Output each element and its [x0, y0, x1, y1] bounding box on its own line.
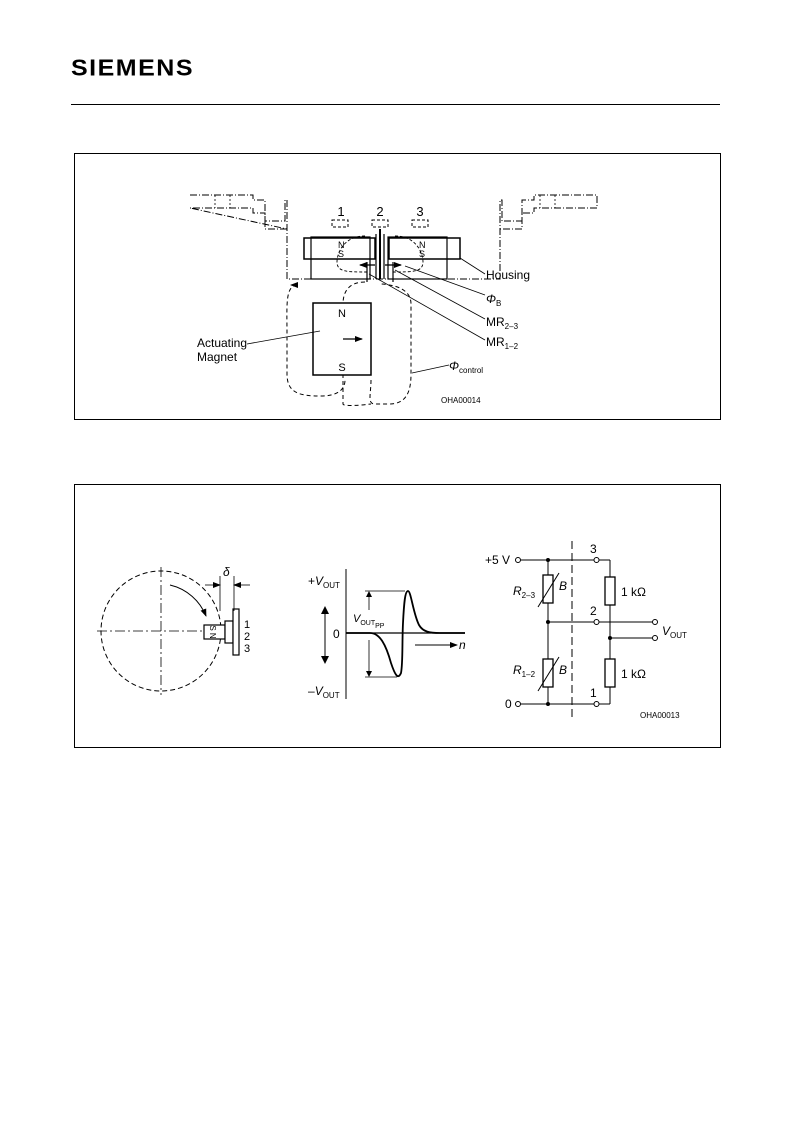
phi-b-label: ΦB [486, 292, 501, 308]
sensor-pin-1: 1 [244, 619, 250, 631]
node-1-label: 1 [590, 686, 597, 700]
speed-n-label: n [459, 638, 466, 652]
output-waveform [346, 590, 465, 677]
vout-pp-label: VOUTPP [353, 613, 385, 630]
resistor-r23 [542, 574, 554, 604]
package-outline [189, 194, 598, 280]
right-magnet-s: S [419, 249, 425, 259]
phi-control-label: Φcontrol [449, 359, 483, 375]
minus-vout-label: –VOUT [308, 684, 340, 700]
waveform-zero-label: 0 [333, 627, 340, 641]
air-gap-delta: δ [223, 565, 230, 579]
figure1-code: OHA00014 [441, 396, 481, 405]
vout-label: VOUT [662, 624, 687, 640]
application-circuit-diagram: S N 1 2 3 δ +VOUT –VOUT 0 VOUTPP n +5 V … [97, 541, 687, 720]
actuating-magnet-n: N [338, 308, 346, 320]
r23-field-b: B [559, 579, 567, 593]
right-bias-magnet [388, 237, 461, 260]
node-3-label: 3 [590, 542, 597, 556]
rotation-arrow [169, 584, 207, 617]
ground-label: 0 [505, 697, 512, 711]
pin-label-3: 3 [416, 204, 423, 219]
header-rule [71, 104, 720, 105]
resistor-r12 [542, 658, 554, 688]
resistor-1k-bottom [604, 658, 616, 688]
left-magnet-s: S [338, 249, 344, 259]
housing-label: Housing [486, 268, 530, 282]
right-sensor-block [387, 236, 448, 280]
actuating-label-line2: Magnet [197, 350, 238, 364]
left-magnet-n: N [338, 240, 345, 250]
siemens-logo: SIEMENS [71, 55, 195, 81]
sensor-pin-3: 3 [244, 643, 250, 655]
node-2-label: 2 [590, 604, 597, 618]
pin-label-2: 2 [376, 204, 383, 219]
control-flux-left [286, 284, 346, 397]
actuating-magnet-s: S [338, 362, 345, 374]
r12-label: R1–2 [513, 663, 536, 679]
control-flux-right [342, 281, 412, 405]
mr23-label: MR2–3 [486, 315, 519, 331]
res-top-label: 1 kΩ [621, 585, 646, 599]
r23-label: R2–3 [513, 584, 536, 600]
pin-label-1: 1 [337, 204, 344, 219]
right-magnet-n: N [419, 240, 426, 250]
left-bias-magnet [303, 237, 376, 260]
figure-sensor-principle: 1 2 3 N S N S N S Actuating Magnet Housi… [74, 153, 721, 420]
r12-field-b: B [559, 663, 567, 677]
supply-label: +5 V [485, 553, 510, 567]
sensor-principle-diagram: 1 2 3 N S N S N S Actuating Magnet Housi… [189, 194, 598, 406]
actuating-label-line1: Actuating [197, 336, 247, 350]
sensor-body [224, 620, 234, 644]
sensor-poles: S N [208, 625, 217, 639]
resistor-1k-top [604, 576, 616, 606]
res-bottom-label: 1 kΩ [621, 667, 646, 681]
left-sensor-block [310, 236, 371, 280]
figure2-code: OHA00013 [640, 711, 680, 720]
figure-application-circuit: S N 1 2 3 δ +VOUT –VOUT 0 VOUTPP n +5 V … [74, 484, 721, 748]
mr12-label: MR1–2 [486, 335, 519, 351]
sensor-pin-2: 2 [244, 631, 250, 643]
plus-vout-label: +VOUT [308, 574, 340, 590]
actuating-magnet [312, 302, 372, 376]
